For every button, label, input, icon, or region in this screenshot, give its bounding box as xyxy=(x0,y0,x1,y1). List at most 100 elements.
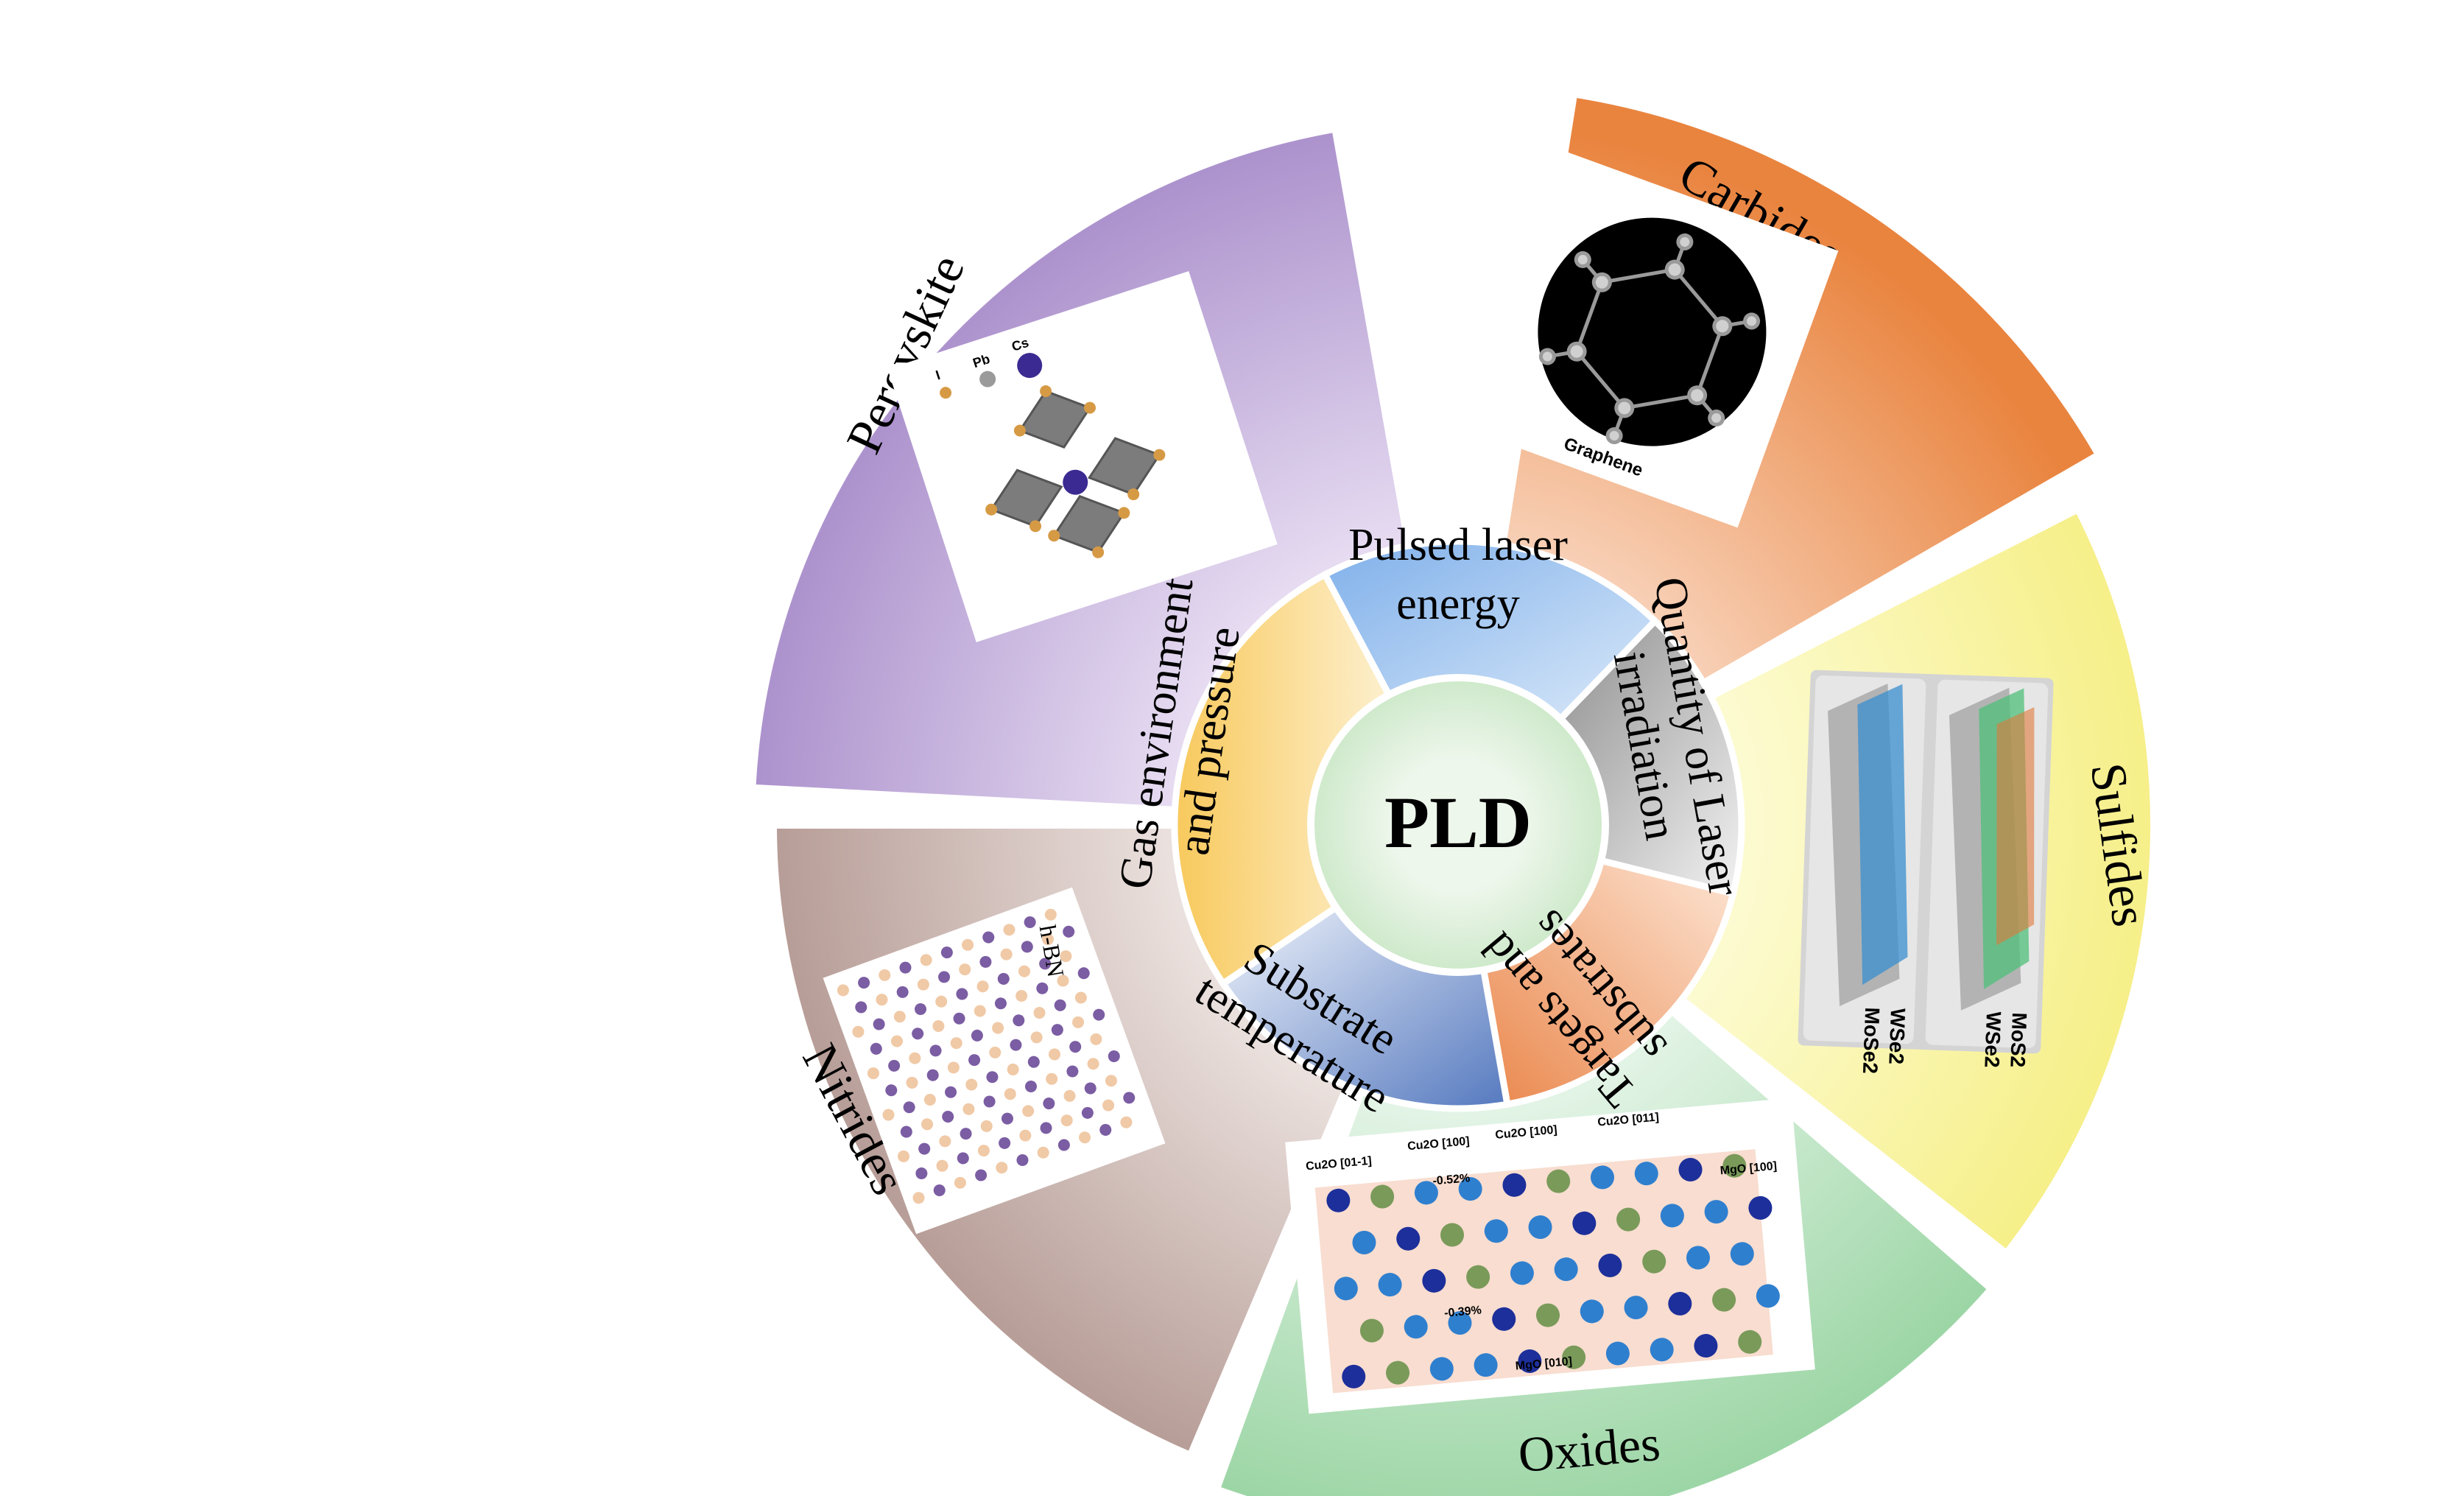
hbn-atom xyxy=(956,988,968,1000)
hbn-lattice-icon xyxy=(837,908,1136,1204)
hbn-atom xyxy=(1057,974,1069,987)
oxide-atom xyxy=(1660,1204,1684,1228)
hbn-atom xyxy=(1077,967,1090,980)
center-label: PLD xyxy=(1384,782,1532,863)
hbn-atom xyxy=(971,1029,983,1042)
inner-label-energy: Pulsed laser energy xyxy=(1348,520,1568,629)
tmd-caption-mose2: MoSe2 xyxy=(1859,1007,1884,1074)
hbn-atom xyxy=(912,1192,925,1204)
tmd-caption-wse2-left: WSe2 xyxy=(1884,1008,1909,1064)
hbn-atom xyxy=(1021,941,1033,953)
hbn-atom xyxy=(912,1028,924,1040)
oxide-atom xyxy=(1590,1165,1614,1190)
hbn-atom xyxy=(1013,1014,1025,1027)
oxide-atom xyxy=(1386,1360,1410,1385)
hbn-atom xyxy=(870,1042,882,1055)
hbn-atom xyxy=(1074,991,1087,1004)
hbn-atom xyxy=(932,1020,945,1033)
oxide-atom xyxy=(1748,1195,1773,1220)
oxide-atom xyxy=(1694,1334,1718,1358)
hbn-atom xyxy=(1102,1099,1115,1112)
oxide-atom xyxy=(1650,1338,1674,1362)
hbn-atom xyxy=(1081,1106,1094,1119)
hbn-image: h-BN xyxy=(823,887,1166,1235)
hbn-atom xyxy=(1041,933,1054,946)
hbn-atom xyxy=(909,1052,921,1064)
hbn-atom xyxy=(1051,1024,1063,1036)
oxide-atom xyxy=(1616,1207,1641,1232)
tmd-caption-mos2: MoS2 xyxy=(2006,1012,2031,1068)
hbn-atom xyxy=(1033,1007,1046,1019)
oxide-atom xyxy=(1342,1364,1366,1388)
oxide-atom xyxy=(1474,1353,1498,1377)
hbn-atom xyxy=(923,1093,936,1106)
hbn-atom xyxy=(903,1101,915,1114)
oxide-atom xyxy=(1359,1318,1384,1343)
perovskite-image: I Pb Cs xyxy=(887,271,1278,642)
hbn-atom xyxy=(959,963,971,976)
hbn-atom xyxy=(940,947,953,959)
oxide-atom xyxy=(1528,1215,1552,1240)
oxide-atom xyxy=(1738,1330,1762,1354)
hbn-atom xyxy=(975,1169,988,1181)
oxide-caption-6: MgO [010] xyxy=(1515,1355,1573,1373)
oxide-atom xyxy=(1722,1153,1747,1178)
oxide-atom xyxy=(1668,1291,1692,1316)
hbn-atom xyxy=(867,1067,879,1080)
oxide-caption-7: -0.52% xyxy=(1432,1172,1471,1187)
oxide-atom xyxy=(1448,1311,1472,1335)
hbn-atom xyxy=(1123,1092,1136,1104)
hbn-atom xyxy=(893,1011,906,1023)
oxide-atom xyxy=(1510,1261,1534,1285)
hbn-atom xyxy=(876,994,888,1006)
oxide-atom xyxy=(1492,1307,1516,1331)
oxide-atom xyxy=(1484,1219,1508,1243)
hbn-atom xyxy=(1043,1098,1055,1110)
hbn-atom xyxy=(935,995,948,1008)
graphene-ring-icon xyxy=(1538,233,1761,445)
hbn-atom xyxy=(1024,1081,1037,1093)
hbn-atom xyxy=(1016,1153,1029,1166)
hbn-atom xyxy=(888,1059,901,1072)
oxide-atom xyxy=(1536,1303,1560,1327)
hbn-atom xyxy=(939,1135,951,1148)
hbn-atom xyxy=(1007,1063,1019,1075)
hbn-atom xyxy=(1049,1048,1061,1061)
hbn-atom xyxy=(1060,950,1072,963)
hbn-atom xyxy=(1030,1031,1043,1044)
legend-i: I xyxy=(934,368,942,383)
hbn-atom xyxy=(968,1054,981,1067)
hbn-atom xyxy=(962,938,974,951)
hbn-atom xyxy=(898,1150,910,1162)
hbn-atom xyxy=(957,1152,969,1165)
oxide-atom xyxy=(1605,1341,1630,1366)
hbn-atom xyxy=(1044,908,1057,921)
hbn-atom xyxy=(1066,1065,1079,1078)
oxide-atom xyxy=(1756,1284,1780,1308)
oxide-atom xyxy=(1554,1257,1578,1282)
hbn-atom xyxy=(1093,1008,1105,1021)
hbn-atom xyxy=(879,969,891,981)
hbn-atom xyxy=(960,1128,972,1140)
hbn-atom xyxy=(976,980,989,993)
hbn-atom xyxy=(1084,1082,1097,1095)
hbn-atom xyxy=(938,971,951,983)
oxide-atom xyxy=(1466,1265,1490,1289)
oxide-atom xyxy=(1378,1273,1402,1297)
hbn-atom xyxy=(1039,958,1052,970)
hbn-atom xyxy=(974,1005,986,1017)
hbn-atom xyxy=(873,1018,885,1030)
hbn-atom xyxy=(890,1035,903,1047)
hbn-atom xyxy=(1036,982,1049,994)
hbn-atom xyxy=(1063,925,1075,938)
hbn-atom xyxy=(977,1145,990,1157)
hbn-atom xyxy=(1000,948,1013,961)
hbn-atom xyxy=(1019,1129,1032,1142)
hbn-atom xyxy=(900,1125,912,1138)
hbn-atom xyxy=(1024,916,1036,929)
hbn-atom xyxy=(979,955,992,968)
oxide-atom xyxy=(1678,1157,1703,1181)
hbn-atom xyxy=(852,1025,865,1038)
oxide-atom xyxy=(1642,1249,1666,1274)
hbn-atom xyxy=(1015,989,1028,1002)
